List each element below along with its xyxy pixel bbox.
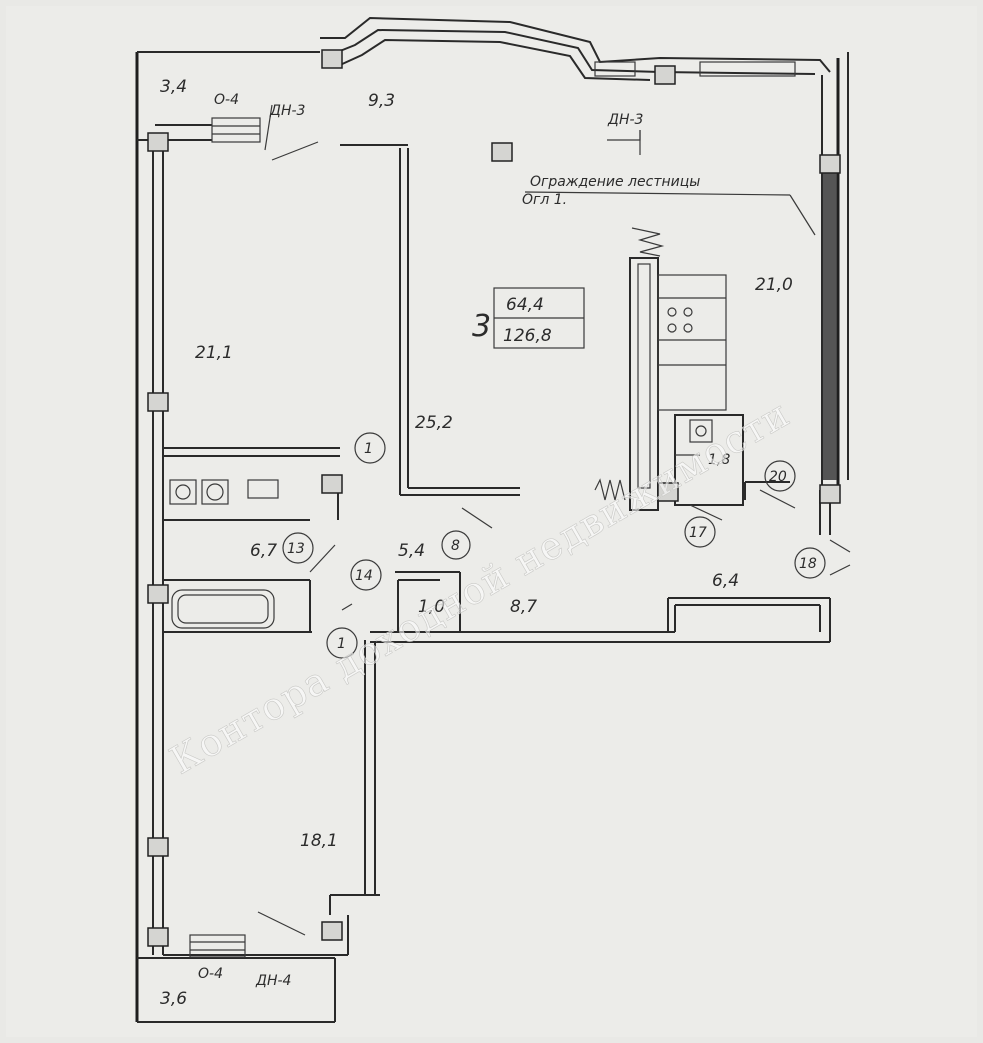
total-area: 126,8 bbox=[503, 326, 552, 346]
marker-14: 14 bbox=[355, 568, 373, 584]
mark-door-top-right: ДН-3 bbox=[607, 112, 643, 128]
living-area: 64,4 bbox=[506, 295, 544, 315]
marker-8: 8 bbox=[451, 538, 460, 554]
fixtures bbox=[169, 287, 713, 629]
outer-walls bbox=[135, 16, 849, 1023]
room-area-loggia-top: 3,4 bbox=[160, 77, 187, 97]
room-area-bedroom-bottom: 18,1 bbox=[300, 831, 338, 851]
room-area-wc: 5,4 bbox=[398, 541, 425, 561]
railing-note: Ограждение лестницы Огл 1. bbox=[522, 174, 700, 208]
windows bbox=[189, 61, 796, 958]
room-area-bathroom: 6,7 bbox=[250, 541, 277, 561]
mark-window-bottom: О-4 bbox=[198, 966, 223, 982]
railing-note-line1: Ограждение лестницы bbox=[530, 174, 700, 190]
rooms-count: 3 bbox=[472, 309, 491, 344]
paper bbox=[6, 6, 977, 1037]
marker-1-bottom: 1 bbox=[337, 636, 346, 652]
room-area-living: 25,2 bbox=[415, 413, 453, 433]
marker-13: 13 bbox=[287, 541, 305, 557]
room-area-pantry: 1,8 bbox=[708, 452, 730, 468]
mark-door-bottom: ДН-4 bbox=[255, 973, 291, 989]
railing-note-line2: Огл 1. bbox=[522, 192, 567, 208]
room-area-kitchen: 21,0 bbox=[755, 275, 793, 295]
marker-18: 18 bbox=[799, 556, 817, 572]
room-area-bedroom-top: 21,1 bbox=[195, 343, 233, 363]
marker-17: 17 bbox=[689, 525, 707, 541]
marker-1-top: 1 bbox=[364, 441, 373, 457]
room-labels: 3,4 9,3 21,1 25,2 21,0 1,8 6,7 5,4 1,0 8… bbox=[160, 77, 793, 1009]
columns bbox=[147, 49, 841, 947]
circle-markers: 1 13 8 14 1 17 20 18 bbox=[282, 432, 826, 659]
room-area-storage: 6,4 bbox=[712, 571, 739, 591]
room-area-corridor: 8,7 bbox=[510, 597, 537, 617]
door-swings bbox=[257, 104, 851, 936]
marker-20: 20 bbox=[769, 469, 787, 485]
mark-door-top-left: ДН-3 bbox=[269, 103, 305, 119]
room-area-hall-top: 9,3 bbox=[368, 91, 395, 111]
area-summary: 3 64,4 126,8 bbox=[472, 295, 552, 346]
interior-walls bbox=[163, 130, 831, 956]
mark-window-top: О-4 bbox=[214, 92, 239, 108]
room-area-closet: 1,0 bbox=[418, 597, 445, 617]
room-area-loggia-bottom: 3,6 bbox=[160, 989, 187, 1009]
element-marks: О-4 ДН-3 ДН-3 О-4 ДН-4 bbox=[198, 92, 643, 989]
